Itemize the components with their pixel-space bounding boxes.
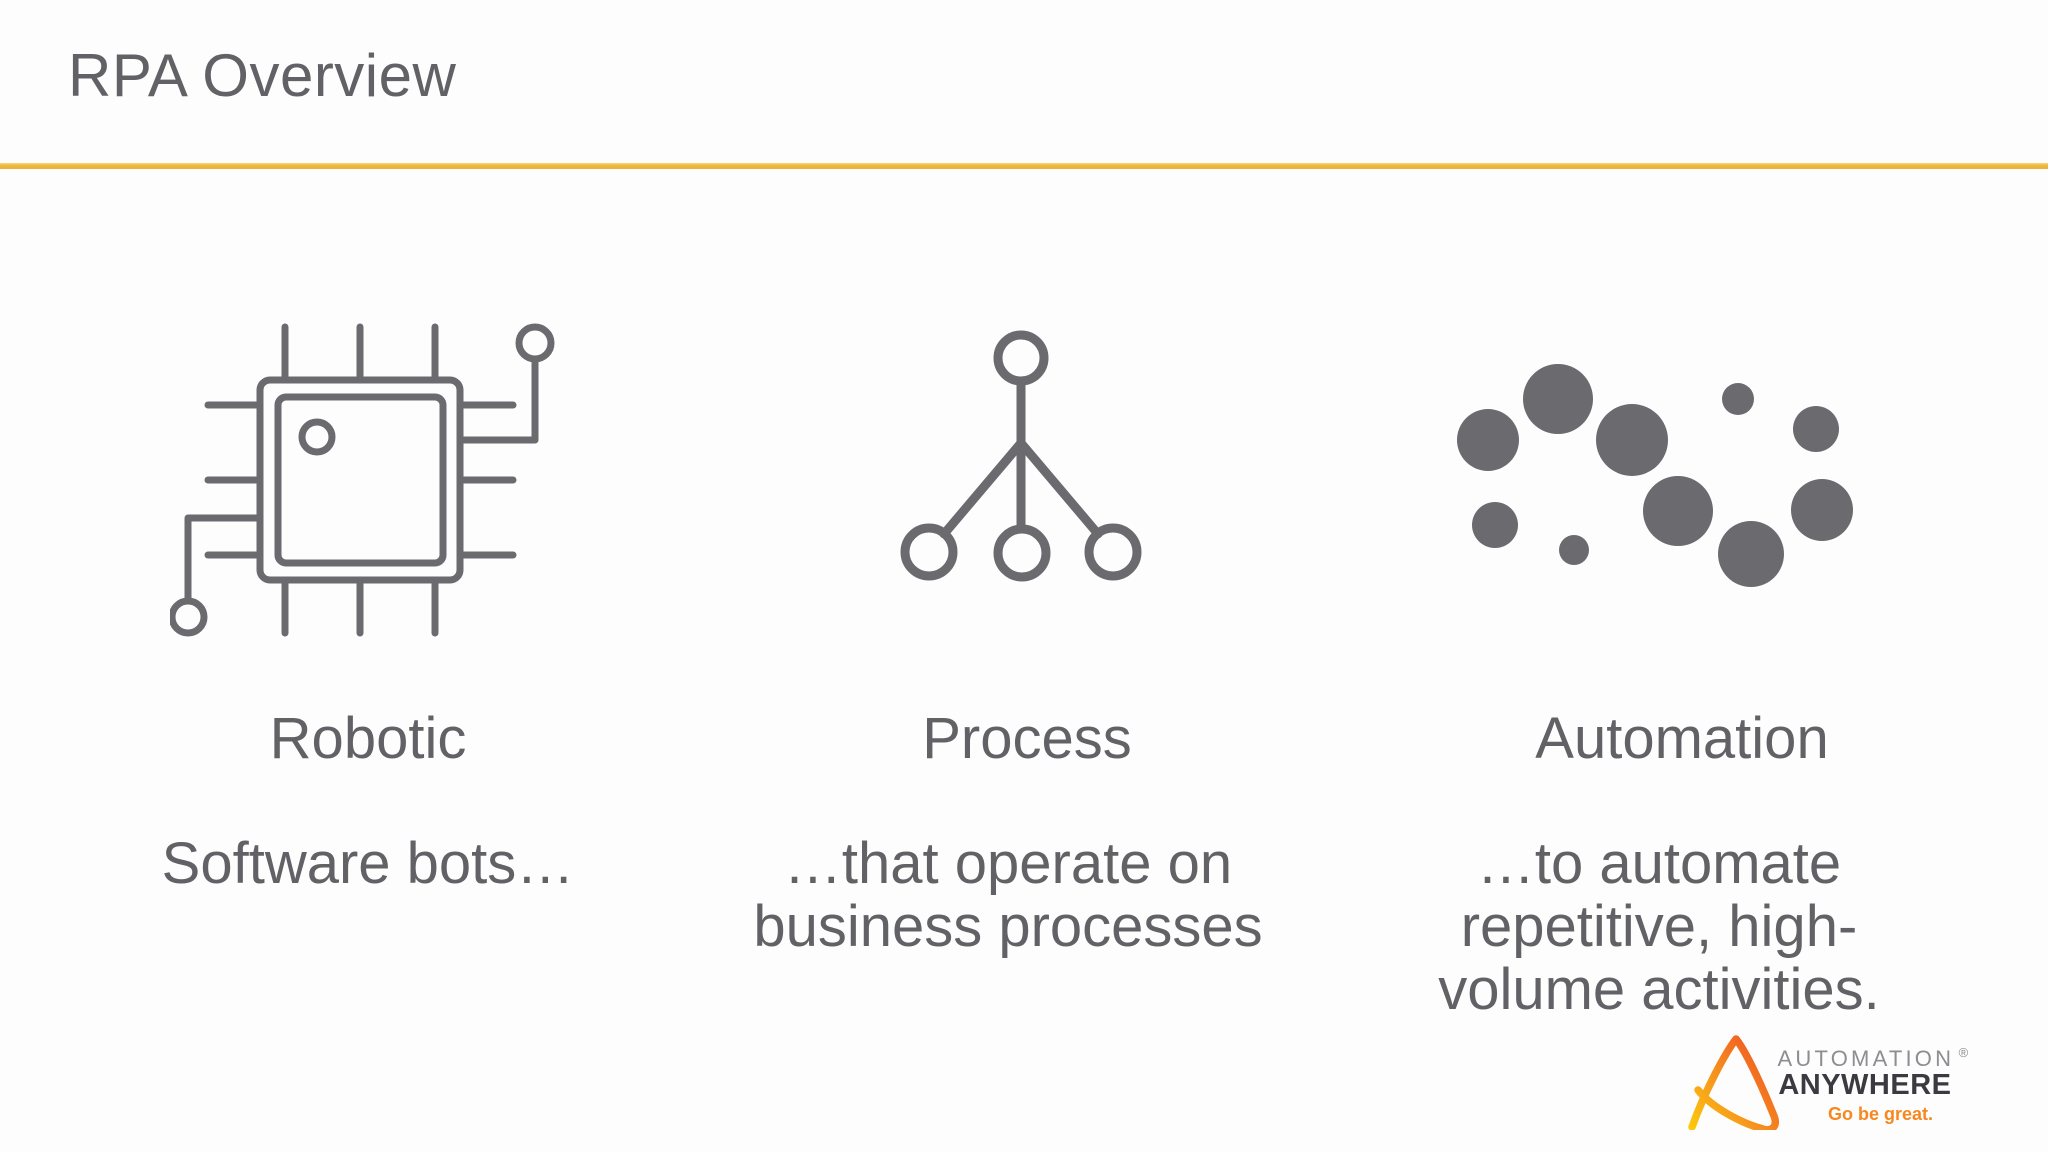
column-caption-automation: …to automate repetitive, high- volume ac… — [1349, 832, 1969, 1021]
caption-line: volume activities. — [1438, 957, 1880, 1022]
column-heading-robotic: Robotic — [269, 706, 467, 771]
logo-a-mark-icon — [1688, 1035, 1779, 1130]
page-title: RPA Overview — [68, 42, 457, 109]
process-tree-icon — [900, 330, 1142, 582]
caption-line: repetitive, high- — [1460, 894, 1858, 959]
logo-registered-mark: ® — [1958, 1045, 1969, 1060]
caption-line: Software bots… — [161, 831, 575, 896]
caption-line: …to automate — [1476, 831, 1842, 896]
column-caption-process: …that operate on business processes — [698, 832, 1318, 958]
column-caption-robotic: Software bots… — [58, 832, 678, 895]
accent-divider — [0, 163, 2048, 169]
automation-anywhere-logo: AUTOMATION ® ANYWHERE Go be great. — [1680, 1026, 1990, 1138]
logo-word-automation: AUTOMATION ® — [1777, 1045, 1969, 1071]
column-heading-process: Process — [922, 706, 1132, 771]
chip-icon — [170, 323, 555, 637]
column-heading-automation: Automation — [1535, 706, 1829, 771]
dots-cluster-icon — [1457, 364, 1853, 587]
logo-tagline: Go be great. — [1827, 1104, 1933, 1124]
logo-text-block: AUTOMATION ® ANYWHERE Go be great. — [1770, 1045, 1969, 1124]
caption-line: business processes — [753, 894, 1263, 959]
logo-word-automation-label: AUTOMATION — [1777, 1046, 1955, 1071]
caption-line: …that operate on — [783, 831, 1233, 896]
logo-word-anywhere: ANYWHERE — [1778, 1069, 1952, 1101]
